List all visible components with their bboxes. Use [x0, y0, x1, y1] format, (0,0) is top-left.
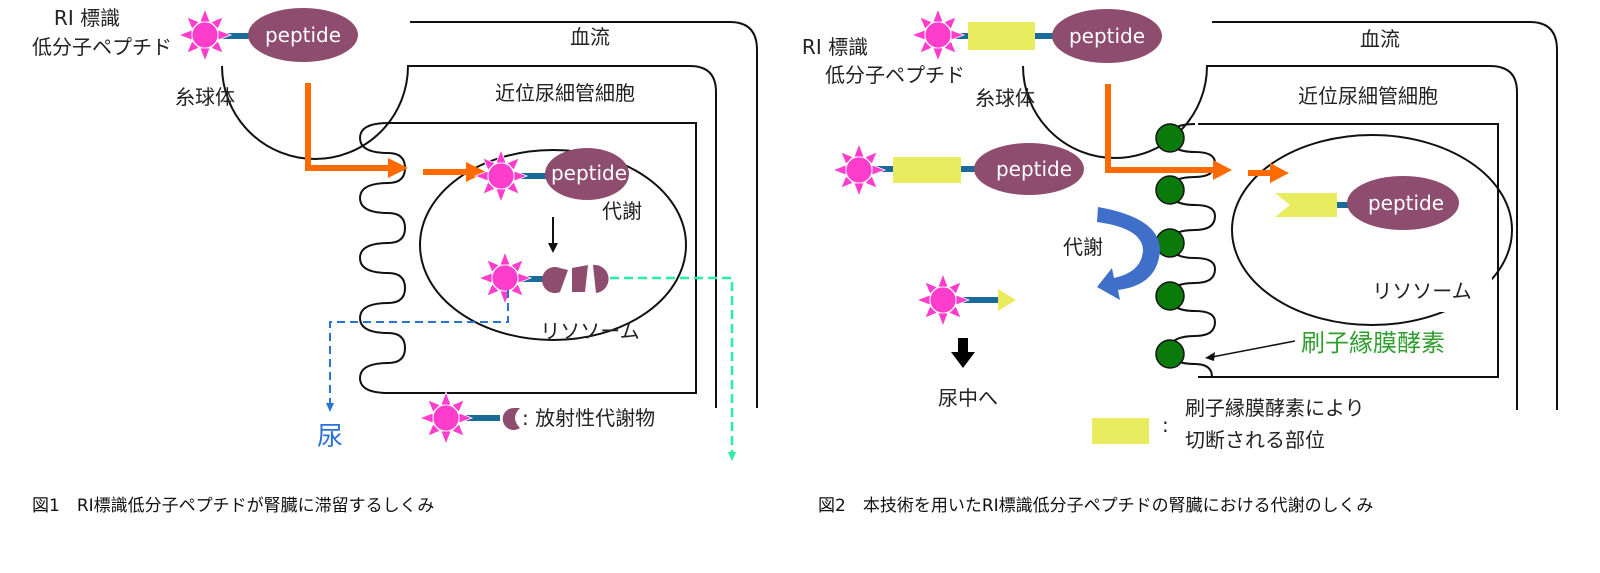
brush-border-enzyme-icon — [1155, 175, 1185, 205]
enzyme-label: 刷子縁膜酵素 — [1301, 329, 1445, 357]
peptide-label: peptide — [551, 161, 627, 185]
cleavage-site — [893, 157, 961, 183]
urine-arrowhead — [326, 403, 334, 412]
enzyme-pointer-arrowhead — [1205, 352, 1215, 361]
blood-flow-label: 血流 — [1360, 27, 1400, 51]
ri-labeled-peptide: peptide — [178, 8, 358, 62]
blood-vessel-wall — [410, 21, 758, 408]
tubule-cell-label: 近位尿細管細胞 — [495, 81, 635, 105]
cleavage-site-remnant — [1275, 193, 1337, 217]
ri-star-icon — [832, 143, 886, 197]
lysosome-peptide-with-site-remnant: peptide — [1275, 176, 1459, 230]
uptake-arrow — [1105, 84, 1215, 173]
filtered-ri-peptide: peptide — [832, 143, 1084, 197]
brush-border-enzyme-icon — [1155, 281, 1185, 311]
lysosome-entry-arrowhead — [1270, 163, 1289, 183]
ri-label-line1: RI 標識 — [802, 35, 868, 59]
figure2-caption: 図2 本技術を用いたRI標識低分子ペプチドの腎臓における代謝のしくみ — [818, 496, 1373, 516]
uptake-arrowhead — [388, 158, 408, 178]
lysosome — [419, 149, 687, 341]
ri-labeled-peptide-with-cleavage-site: peptide — [911, 8, 1162, 63]
lysosome-label: リソソーム — [1372, 279, 1471, 303]
urine-label: 尿 — [317, 422, 343, 452]
ri-label-line2: 低分子ペプチド — [32, 35, 172, 59]
metabolism-arrowhead — [548, 243, 558, 253]
peptide-label: peptide — [265, 23, 341, 47]
blood-return-path — [610, 276, 734, 455]
peptide-ellipse — [248, 8, 358, 62]
ri-star-icon — [916, 273, 970, 327]
metabolism-curved-arrow — [1097, 207, 1160, 300]
peptide-ellipse — [974, 143, 1084, 195]
fragment — [593, 264, 609, 293]
brush-border-enzyme-icon — [1155, 228, 1185, 258]
ri-star-icon — [478, 251, 532, 305]
uptake-arrowhead — [1213, 160, 1232, 180]
peptide-label: peptide — [1368, 191, 1444, 215]
cleavage-site-remnant — [998, 289, 1016, 311]
figure1-caption: 図1 RI標識低分子ペプチドが腎臓に滞留するしくみ — [32, 496, 434, 516]
brush-border-enzyme-icon — [1155, 339, 1185, 369]
ri-label-line1: RI 標識 — [54, 6, 120, 30]
lysosome — [1231, 134, 1513, 326]
metabolism-label: 代謝 — [602, 199, 642, 223]
lysosome-ri-peptide: peptide — [474, 148, 629, 203]
figure-1: peptide RI 標識 低分子ペプチド 糸球体 血流 近位尿細管細胞 pep… — [32, 6, 758, 516]
lysosome-entry-arrowhead — [466, 162, 486, 182]
peptide-label: peptide — [1069, 24, 1145, 48]
lysosome-label-bg — [1352, 278, 1492, 312]
to-urine-label: 尿中へ — [938, 386, 998, 410]
ri-star-icon — [911, 8, 965, 62]
fragment — [572, 265, 588, 292]
glomerulus-label: 糸球体 — [175, 85, 235, 109]
peptide-label: peptide — [996, 157, 1072, 181]
blood-return-arrowhead — [728, 452, 736, 461]
legend-colon: : — [1162, 413, 1169, 437]
lysosome-label: リソソーム — [540, 319, 639, 343]
figure-2: peptide RI 標識 低分子ペプチド 糸球体 血流 近位尿細管細胞 pep… — [802, 8, 1558, 516]
brush-border-enzymes — [1155, 123, 1185, 369]
tubule-cell-label: 近位尿細管細胞 — [1298, 84, 1438, 108]
legend-radioactive-metabolite: : 放射性代謝物 — [419, 391, 655, 445]
peptide-ellipse — [1052, 9, 1162, 63]
ri-star-icon — [419, 391, 473, 445]
blood-flow-label: 血流 — [570, 25, 610, 49]
ri-star-icon — [178, 8, 232, 62]
cleaved-ri-fragment — [916, 273, 1016, 327]
legend-cleavage-site-swatch — [1092, 418, 1149, 444]
metabolism-label: 代謝 — [1063, 235, 1103, 259]
blood-vessel-wall — [1212, 21, 1558, 410]
ri-label-line2: 低分子ペプチド — [825, 63, 965, 87]
uptake-arrow — [305, 83, 390, 171]
apical-membrane-box — [1198, 123, 1499, 378]
peptide-ellipse — [1347, 176, 1459, 230]
tubule-cell-wall — [221, 65, 717, 408]
peptide-ellipse — [545, 148, 629, 200]
fragment — [542, 267, 568, 294]
urine-excretion-path — [329, 290, 509, 405]
fragment-icon — [502, 407, 520, 430]
legend-label: : 放射性代謝物 — [522, 406, 655, 430]
radioactive-metabolite — [478, 251, 609, 305]
legend-line2: 切断される部位 — [1185, 428, 1325, 452]
enzyme-pointer-line — [1211, 340, 1296, 358]
apical-membrane-box — [388, 122, 697, 394]
cleavage-site — [968, 22, 1035, 50]
legend-line1: 刷子縁膜酵素により — [1185, 396, 1365, 420]
to-urine-arrow — [951, 338, 975, 368]
glomerulus-label: 糸球体 — [975, 86, 1035, 110]
brush-border-enzyme-icon — [1155, 123, 1185, 153]
ri-star-icon — [474, 149, 528, 203]
